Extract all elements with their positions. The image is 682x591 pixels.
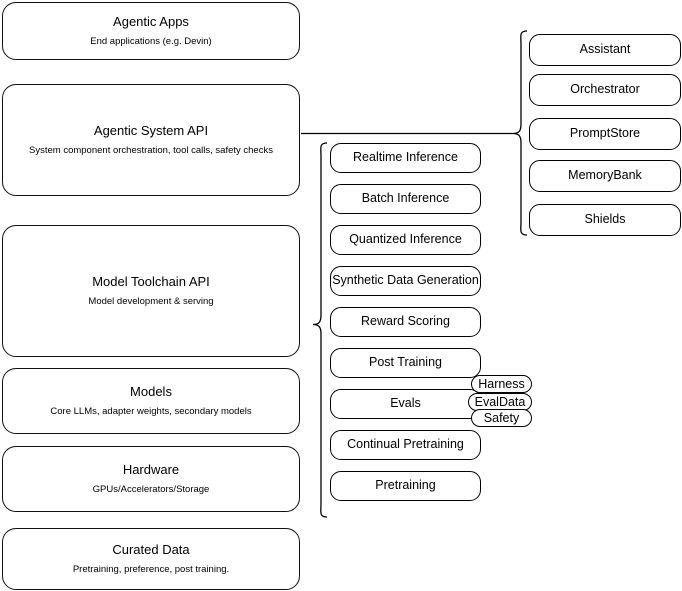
eval-pill-label: Safety bbox=[483, 410, 520, 425]
toolchain-item-label: Quantized Inference bbox=[349, 232, 462, 247]
brace-toolchain-components bbox=[312, 142, 328, 518]
layer-subtitle: System component orchestration, tool cal… bbox=[29, 144, 273, 156]
system-item-label: Shields bbox=[584, 212, 626, 227]
layer-curated-data[interactable]: Curated Data Pretraining, preference, po… bbox=[2, 528, 300, 590]
toolchain-item-label: Reward Scoring bbox=[361, 314, 450, 329]
toolchain-item-evals[interactable]: Evals bbox=[330, 389, 481, 419]
toolchain-item-pretraining[interactable]: Pretraining bbox=[330, 471, 481, 501]
eval-pill-harness[interactable]: Harness bbox=[471, 375, 532, 393]
system-item-label: PromptStore bbox=[569, 126, 641, 141]
toolchain-item-batch-inference[interactable]: Batch Inference bbox=[330, 184, 481, 214]
layer-title: Agentic Apps bbox=[113, 14, 189, 30]
layer-agentic-system-api[interactable]: Agentic System API System component orch… bbox=[2, 84, 300, 196]
layer-hardware[interactable]: Hardware GPUs/Accelerators/Storage bbox=[2, 446, 300, 512]
layer-model-toolchain-api[interactable]: Model Toolchain API Model development & … bbox=[2, 225, 300, 357]
toolchain-item-label: Synthetic Data Generation bbox=[332, 273, 479, 288]
toolchain-item-label: Continual Pretraining bbox=[347, 437, 464, 452]
layer-subtitle: Pretraining, preference, post training. bbox=[72, 563, 230, 575]
layer-title: Models bbox=[130, 384, 172, 400]
system-item-memorybank[interactable]: MemoryBank bbox=[529, 160, 681, 192]
layer-subtitle: GPUs/Accelerators/Storage bbox=[92, 483, 210, 495]
brace-system-components bbox=[512, 30, 528, 236]
toolchain-item-reward-scoring[interactable]: Reward Scoring bbox=[330, 307, 481, 337]
system-item-label: Orchestrator bbox=[570, 82, 640, 97]
toolchain-item-realtime-inference[interactable]: Realtime Inference bbox=[330, 143, 481, 173]
layer-title: Curated Data bbox=[112, 542, 190, 558]
layer-agentic-apps[interactable]: Agentic Apps End applications (e.g. Devi… bbox=[2, 2, 300, 60]
system-item-promptstore[interactable]: PromptStore bbox=[529, 118, 681, 150]
system-item-label: Assistant bbox=[579, 42, 631, 57]
toolchain-item-label: Pretraining bbox=[375, 478, 436, 493]
layer-title: Agentic System API bbox=[93, 123, 209, 139]
layer-subtitle: Core LLMs, adapter weights, secondary mo… bbox=[50, 405, 252, 417]
toolchain-item-label: Post Training bbox=[369, 355, 442, 370]
system-item-label: MemoryBank bbox=[568, 168, 642, 183]
system-item-shields[interactable]: Shields bbox=[529, 204, 681, 236]
toolchain-item-label: Evals bbox=[390, 396, 421, 411]
eval-pill-label: EvalData bbox=[474, 394, 526, 409]
toolchain-item-synthetic-data-generation[interactable]: Synthetic Data Generation bbox=[330, 266, 481, 296]
system-item-orchestrator[interactable]: Orchestrator bbox=[529, 74, 681, 106]
layer-title: Model Toolchain API bbox=[92, 274, 210, 290]
eval-pill-label: Harness bbox=[478, 376, 525, 391]
layer-subtitle: Model development & serving bbox=[88, 295, 214, 307]
layer-title: Hardware bbox=[122, 462, 180, 478]
toolchain-item-continual-pretraining[interactable]: Continual Pretraining bbox=[330, 430, 481, 460]
layer-models[interactable]: Models Core LLMs, adapter weights, secon… bbox=[2, 368, 300, 434]
toolchain-item-quantized-inference[interactable]: Quantized Inference bbox=[330, 225, 481, 255]
toolchain-item-label: Realtime Inference bbox=[353, 150, 458, 165]
toolchain-item-post-training[interactable]: Post Training bbox=[330, 348, 481, 378]
system-item-assistant[interactable]: Assistant bbox=[529, 34, 681, 66]
toolchain-item-label: Batch Inference bbox=[361, 191, 450, 206]
eval-pill-safety[interactable]: Safety bbox=[471, 409, 532, 427]
layer-subtitle: End applications (e.g. Devin) bbox=[90, 35, 212, 47]
